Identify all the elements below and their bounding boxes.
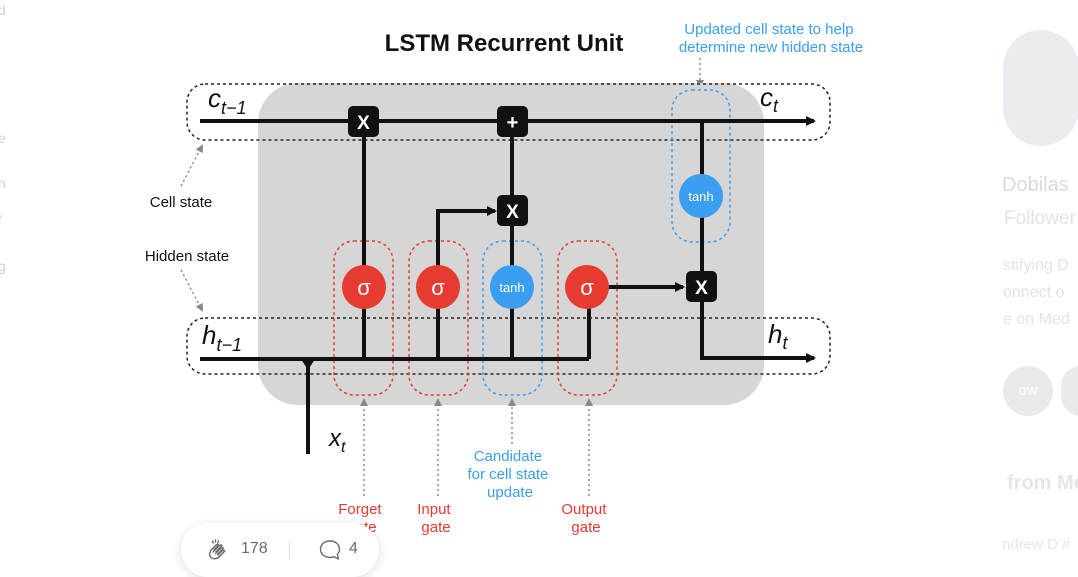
author-name[interactable]: Dobilas <box>1002 174 1069 196</box>
label-h-t: ht <box>768 319 788 353</box>
sigma-label: σ <box>580 275 594 300</box>
author-bio-line: stifying D <box>1003 257 1069 274</box>
candidate-label-line: for cell state <box>467 466 548 483</box>
sigma-label: σ <box>431 275 445 300</box>
comment-icon[interactable] <box>316 536 344 564</box>
hidden-state-rail <box>186 317 831 375</box>
add-op: + <box>497 106 528 137</box>
candidate-outline <box>482 240 543 396</box>
cell-state-pointer <box>180 144 203 187</box>
label-c-t: ct <box>760 82 779 116</box>
var-x: x <box>328 425 342 452</box>
left-fragment: d <box>0 2 6 18</box>
left-fragment: n <box>0 175 6 191</box>
comment-count: 4 <box>349 540 358 557</box>
candidate-label: Candidate for cell state update <box>467 448 552 501</box>
output-sigma-node: σ <box>565 265 609 309</box>
author-bio-line: onnect o <box>1003 284 1065 301</box>
more-from-heading: from Me <box>1007 472 1078 494</box>
related-author[interactable]: ndrew D # <box>1002 536 1071 553</box>
gate-label-line: gate <box>421 519 450 536</box>
candidate-label-line: update <box>487 484 533 501</box>
annotation-updated-cell-state: Updated cell state to help determine new… <box>679 21 863 56</box>
cell-tanh-node: tanh <box>679 174 723 218</box>
subscribe-button[interactable] <box>1061 366 1078 416</box>
input-gate-outline <box>408 240 469 396</box>
forget-sigma-node: σ <box>342 265 386 309</box>
subscript: t <box>341 439 346 456</box>
hidden-state-pointer <box>180 269 203 312</box>
cell-state-rail <box>186 83 831 141</box>
article-action-bar: 178 4 <box>181 523 379 577</box>
hidden-state-label: Hidden state <box>145 248 229 265</box>
subscript: t−1 <box>216 335 242 355</box>
label-c-prev: ct−1 <box>208 83 247 118</box>
label-h-prev: ht−1 <box>202 320 242 355</box>
subscript: t <box>782 333 788 353</box>
diagram-title: LSTM Recurrent Unit <box>385 30 624 57</box>
input-gate-label: Input gate <box>417 501 455 536</box>
gate-label-line: Input <box>417 501 451 518</box>
x-input-junction <box>301 359 315 370</box>
var-c: c <box>208 83 221 113</box>
output-gate-outline <box>557 240 618 396</box>
output-multiply-op: X <box>686 271 717 302</box>
var-h: h <box>768 319 782 349</box>
tanh-label: tanh <box>688 189 713 204</box>
label-x-t: xt <box>328 425 346 456</box>
clap-icon[interactable] <box>203 536 231 564</box>
op-label: + <box>507 112 519 134</box>
author-bio-line: e on Med <box>1003 311 1070 328</box>
left-fragment: e <box>0 130 6 146</box>
author-sidebar: Dobilas Follower stifying D onnect o e o… <box>1000 0 1078 573</box>
input-multiply-op: X <box>497 195 528 226</box>
annotation-line: Updated cell state to help <box>684 21 853 38</box>
gate-label-line: Forget <box>338 501 382 518</box>
gate-label-line: Output <box>561 501 607 518</box>
cell-to-hidden-outline <box>671 89 731 243</box>
cell-state-label: Cell state <box>150 194 213 211</box>
left-fragment: g <box>0 258 6 274</box>
candidate-tanh-node: tanh <box>490 265 534 309</box>
candidate-label-line: Candidate <box>474 448 542 465</box>
subscript: t−1 <box>221 98 247 118</box>
var-h: h <box>202 320 216 350</box>
gate-label-line: gate <box>571 519 600 536</box>
follow-button[interactable]: ow <box>1003 366 1053 416</box>
action-divider <box>289 541 290 559</box>
output-gate-label: Output gate <box>561 501 610 536</box>
sigma-label: σ <box>357 275 371 300</box>
author-followers[interactable]: Follower <box>1004 208 1076 229</box>
annotation-line: determine new hidden state <box>679 39 863 56</box>
input-sigma-node: σ <box>416 265 460 309</box>
forget-gate-outline <box>333 240 394 396</box>
op-label: X <box>357 113 370 134</box>
author-avatar[interactable] <box>1003 30 1078 146</box>
left-fragment: r <box>0 210 3 226</box>
op-label: X <box>506 202 519 223</box>
tanh-label: tanh <box>499 280 524 295</box>
subscript: t <box>773 96 779 116</box>
var-c: c <box>760 82 773 112</box>
op-label: X <box>695 278 708 299</box>
forget-multiply-op: X <box>348 106 379 137</box>
clap-count: 178 <box>241 540 268 557</box>
